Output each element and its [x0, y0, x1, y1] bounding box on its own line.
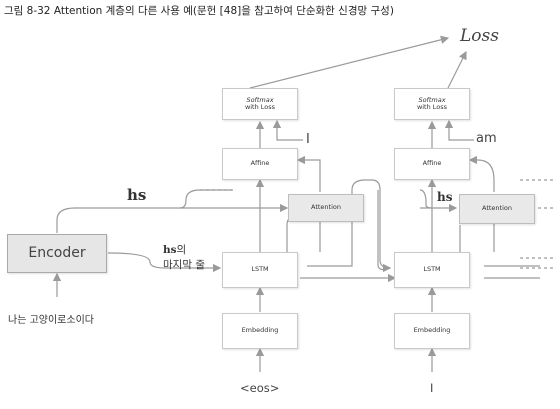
input-label-1: <eos> — [240, 381, 280, 395]
target-label-2: am — [476, 131, 497, 146]
embedding-box-2: Embedding — [394, 313, 470, 349]
hs-last-suffix: 의 — [176, 244, 187, 256]
softmax-label-1: Softmax — [246, 95, 274, 104]
hs-last-row-label: hs의 마지막 줄 — [163, 243, 205, 273]
embedding-box-1: Embedding — [222, 313, 298, 349]
affine-box-1: Affine — [222, 148, 298, 180]
hs-last-prefix: hs — [163, 244, 177, 256]
hs-label-2: hs — [437, 190, 453, 204]
encoder-box: Encoder — [7, 234, 107, 273]
target-label-1: I — [306, 132, 310, 147]
loss-label: Loss — [460, 26, 499, 46]
figure-caption: 그림 8-32 Attention 계층의 다른 사용 예(문헌 [48]을 참… — [4, 5, 394, 17]
lstm-box-2: LSTM — [394, 252, 470, 288]
hs-label: hs — [127, 186, 147, 204]
encoder-input-label: 나는 고양이로소이다 — [8, 315, 94, 326]
lstm-box-1: LSTM — [222, 252, 298, 288]
softmax-with-loss-box-2: Softmax with Loss — [394, 88, 470, 120]
with-loss-label-2: with Loss — [416, 103, 448, 111]
input-label-2: I — [430, 381, 434, 395]
affine-box-2: Affine — [394, 148, 470, 180]
attention-box-1: Attention — [288, 194, 364, 222]
with-loss-label-1: with Loss — [244, 103, 276, 111]
attention-box-2: Attention — [459, 194, 535, 224]
softmax-with-loss-box-1: Softmax with Loss — [222, 88, 298, 120]
hs-last-line2: 마지막 줄 — [163, 259, 205, 271]
softmax-label-2: Softmax — [418, 95, 446, 104]
